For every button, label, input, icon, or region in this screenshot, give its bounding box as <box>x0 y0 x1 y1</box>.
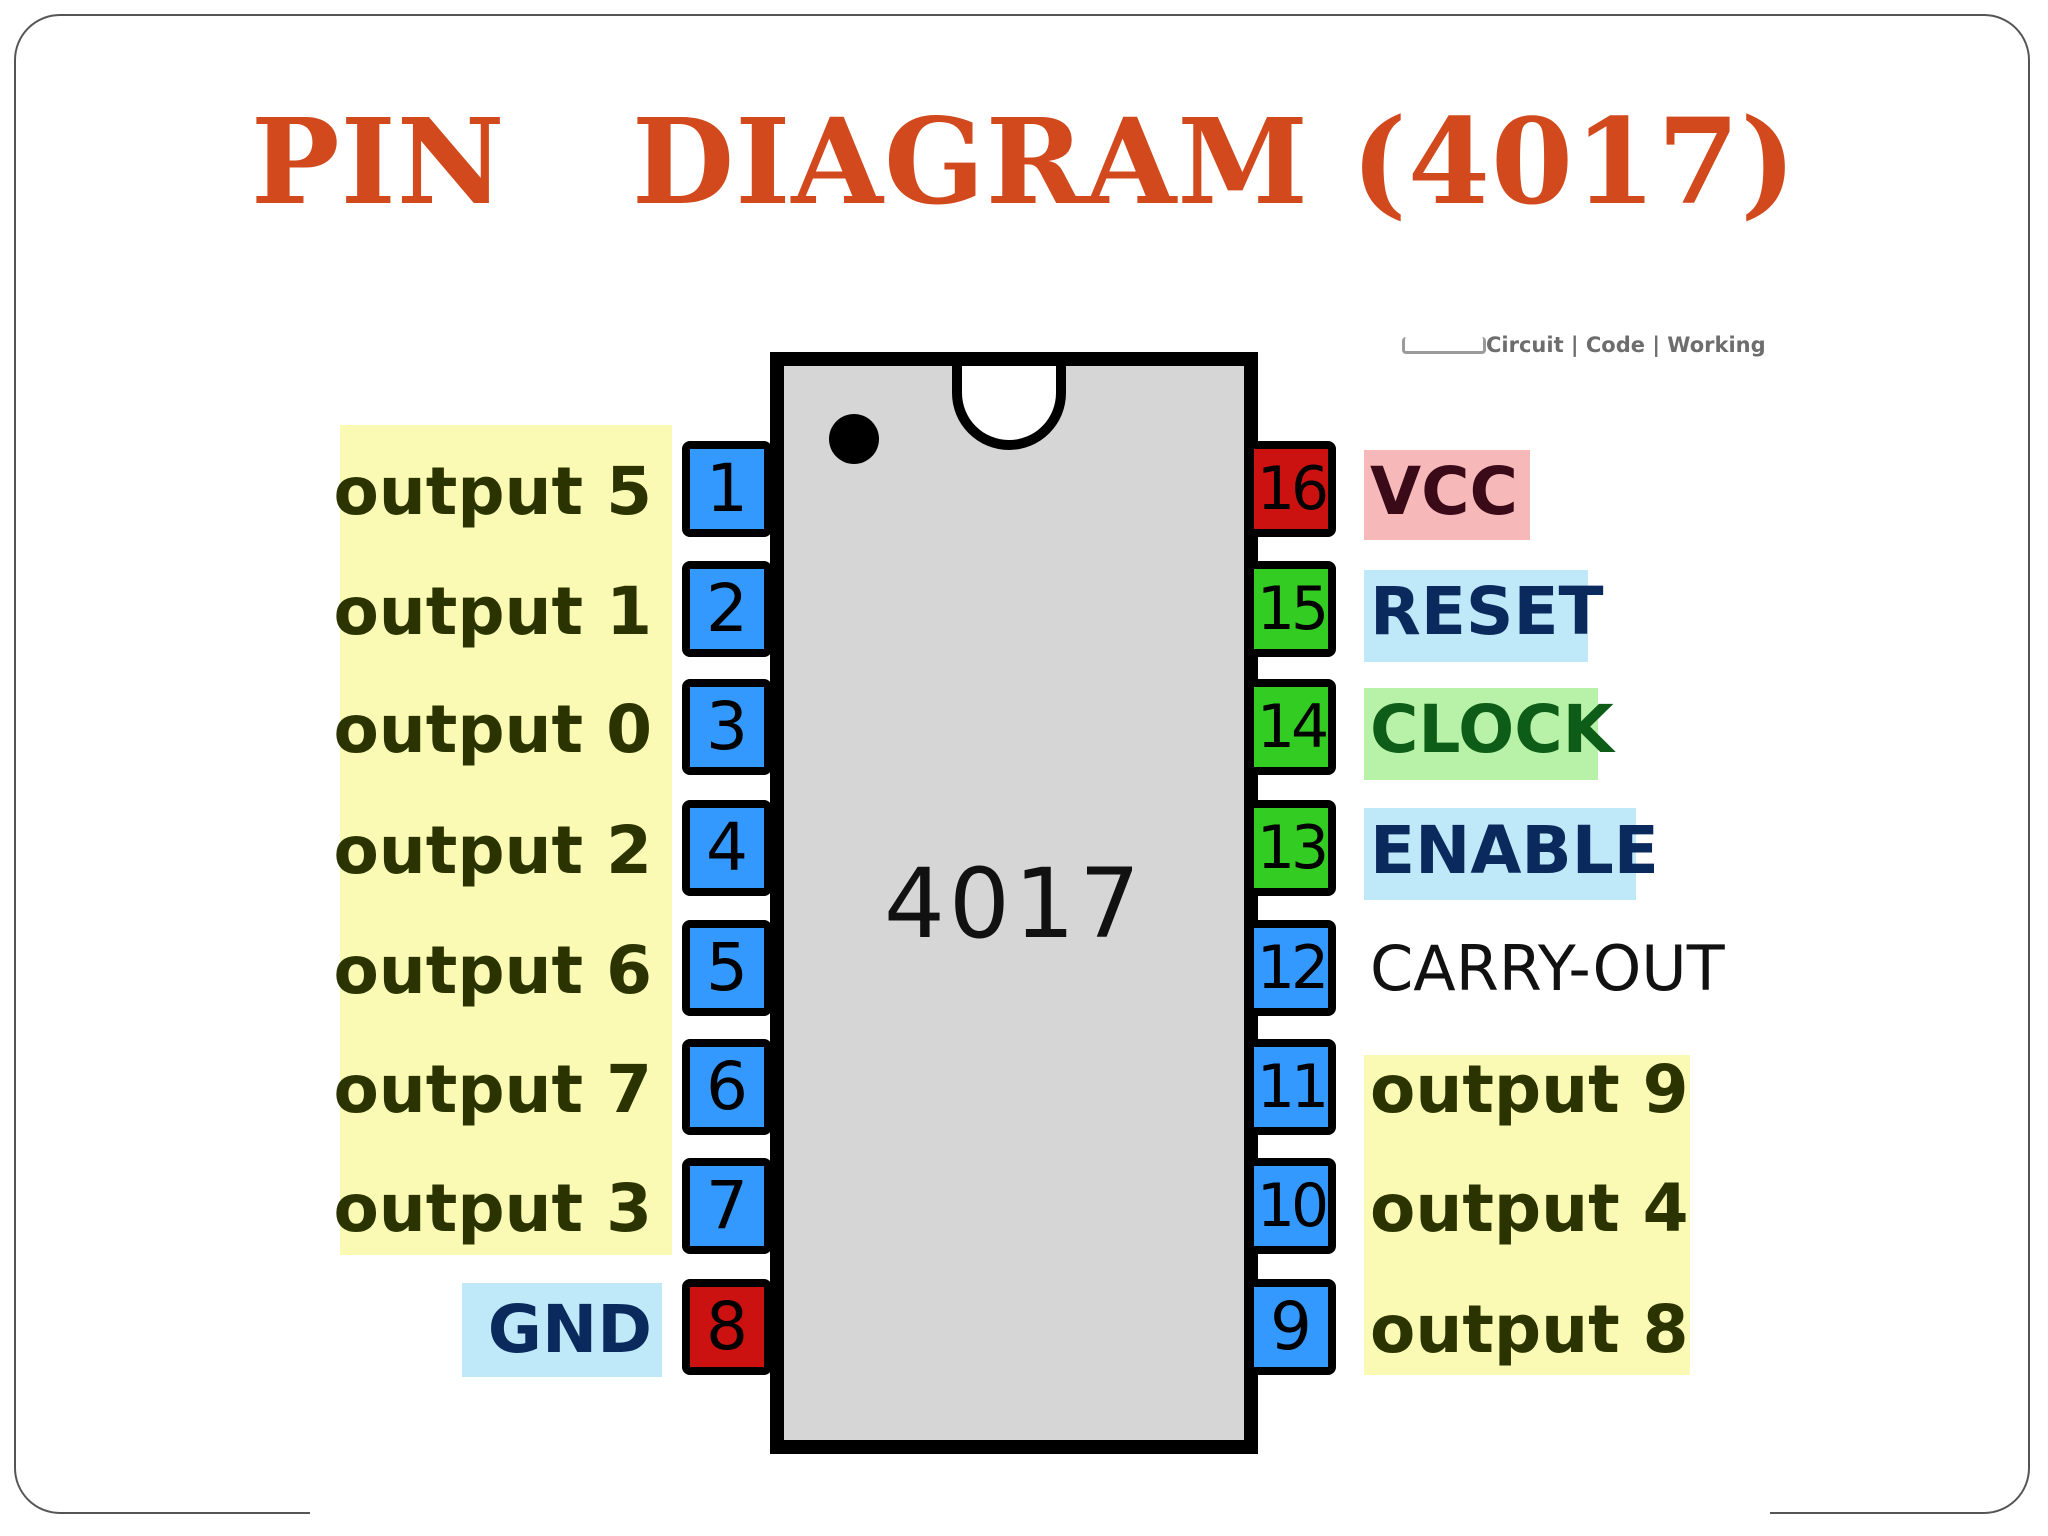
frame-bottom-gap <box>310 1498 1770 1522</box>
pin1-marker-dot <box>829 414 879 464</box>
watermark-text: Circuit | Code | Working <box>1486 333 1766 357</box>
clock-highlight <box>1364 688 1598 780</box>
pin-15: 15 <box>1246 561 1336 657</box>
watermark-logo-icon <box>1402 337 1486 354</box>
pin-3: 3 <box>682 679 772 775</box>
enable-highlight <box>1364 808 1636 900</box>
pin-label-6: output 7 <box>333 1051 652 1128</box>
pin-label-10: output 4 <box>1370 1170 1689 1247</box>
pin-number: 15 <box>1256 574 1329 644</box>
pin-number: 6 <box>706 1048 748 1125</box>
reset-highlight <box>1364 570 1588 662</box>
pin-2: 2 <box>682 561 772 657</box>
pin-4: 4 <box>682 800 772 896</box>
pin-number: 13 <box>1256 813 1329 883</box>
pin-7: 7 <box>682 1158 772 1254</box>
pin-5: 5 <box>682 920 772 1016</box>
pin-number: 14 <box>1256 692 1329 762</box>
pin-label-16: VCC <box>1370 453 1518 530</box>
pin-13: 13 <box>1246 800 1336 896</box>
pin-label-7: output 3 <box>333 1170 652 1247</box>
pin-8: 8 <box>682 1279 772 1375</box>
pin-number: 16 <box>1256 454 1329 524</box>
pin-12: 12 <box>1246 920 1336 1016</box>
pin-number: 2 <box>706 570 748 647</box>
vcc-highlight <box>1364 450 1530 540</box>
pin-label-3: output 0 <box>333 691 652 768</box>
right-outputs-highlight <box>1364 1055 1690 1375</box>
pin-number: 1 <box>706 450 748 527</box>
pin-label-12: CARRY-OUT <box>1370 932 1725 1005</box>
pin-6: 6 <box>682 1039 772 1135</box>
pin-label-2: output 1 <box>333 573 652 650</box>
pin-label-15: RESET <box>1370 573 1604 650</box>
pin-number: 4 <box>706 809 748 886</box>
pin-number: 9 <box>1270 1288 1312 1365</box>
slide-title: PIN DIAGRAM (4017) <box>250 92 1798 231</box>
pin-number: 3 <box>706 688 748 765</box>
pin-16: 16 <box>1246 441 1336 537</box>
pin-label-13: ENABLE <box>1370 812 1659 889</box>
pin-label-14: CLOCK <box>1370 691 1614 768</box>
gnd-highlight <box>462 1283 662 1377</box>
chip-label: 4017 <box>883 848 1145 960</box>
pin-label-8: GND <box>487 1291 652 1368</box>
pin-label-4: output 2 <box>333 812 652 889</box>
pin-10: 10 <box>1246 1158 1336 1254</box>
pin-9: 9 <box>1246 1279 1336 1375</box>
pin-number: 8 <box>706 1288 748 1365</box>
pin-label-9: output 8 <box>1370 1291 1689 1368</box>
pin-11: 11 <box>1246 1039 1336 1135</box>
pin-number: 11 <box>1256 1052 1329 1122</box>
pin-label-11: output 9 <box>1370 1051 1689 1128</box>
pin-label-1: output 5 <box>333 453 652 530</box>
pin-number: 5 <box>706 929 748 1006</box>
pin-number: 12 <box>1256 933 1329 1003</box>
pin-number: 7 <box>706 1167 748 1244</box>
left-outputs-highlight <box>340 425 672 1255</box>
pin-label-5: output 6 <box>333 932 652 1009</box>
pin-1: 1 <box>682 441 772 537</box>
pin-14: 14 <box>1246 679 1336 775</box>
pin-number: 10 <box>1256 1171 1329 1241</box>
